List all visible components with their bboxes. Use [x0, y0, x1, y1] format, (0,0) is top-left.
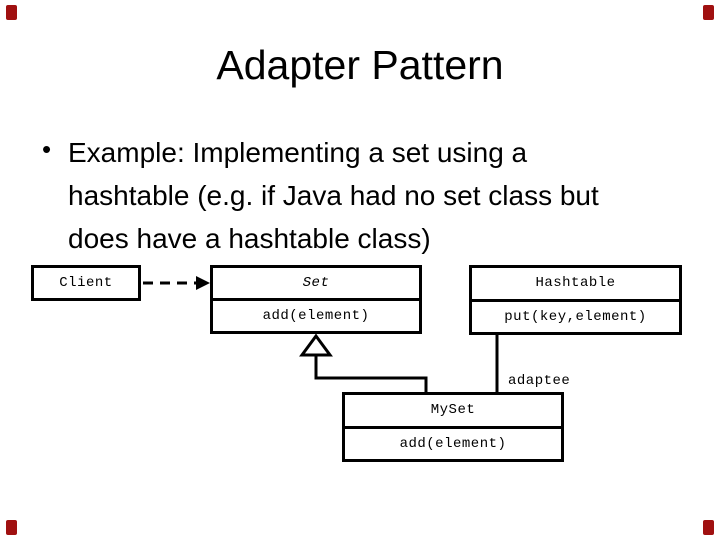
bullet-text: Example: Implementing a set using a hash… — [68, 131, 599, 260]
inheritance-triangle-icon — [299, 333, 333, 357]
corner-mark-icon — [703, 520, 714, 535]
bullet-line: Example: Implementing a set using a — [68, 137, 528, 168]
bullet-icon: • — [42, 134, 52, 164]
class-title: Hashtable — [472, 268, 679, 302]
inheritance-connector-line — [314, 355, 428, 394]
corner-mark-icon — [703, 5, 714, 20]
class-title: MySet — [345, 395, 561, 429]
class-title: Set — [213, 268, 419, 301]
corner-mark-icon — [6, 520, 17, 535]
class-method: put(key,element) — [504, 308, 647, 325]
hashtable-class-box: Hashtable put(key,element) — [469, 265, 682, 335]
client-class-box: Client — [31, 265, 141, 301]
class-title: Client — [59, 275, 113, 291]
myset-class-box: MySet add(element) — [342, 392, 564, 462]
class-method: add(element) — [262, 308, 370, 324]
class-method: add(element) — [399, 435, 507, 452]
bullet-line: hashtable (e.g. if Java had no set class… — [68, 180, 599, 211]
page-title: Adapter Pattern — [216, 42, 504, 88]
bullet-line: does have a hashtable class) — [68, 223, 431, 254]
set-class-box: Set add(element) — [210, 265, 422, 334]
corner-mark-icon — [6, 5, 17, 20]
arrowhead-icon — [196, 276, 210, 290]
adaptee-label: adaptee — [508, 373, 571, 389]
